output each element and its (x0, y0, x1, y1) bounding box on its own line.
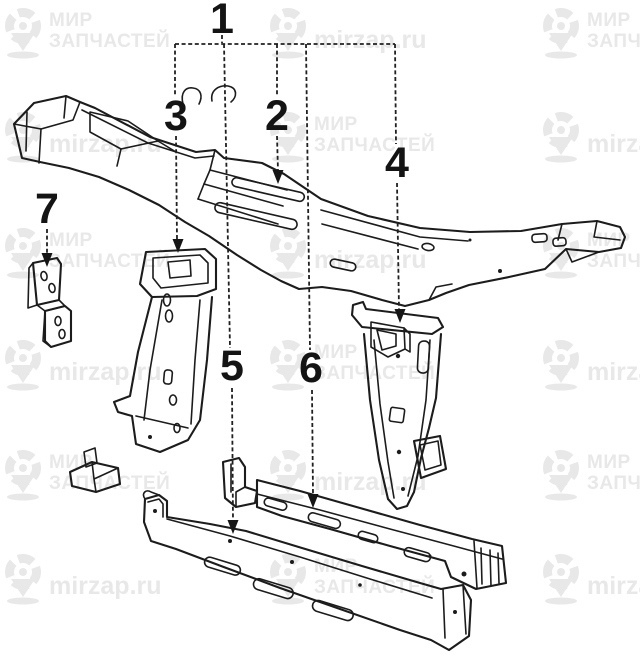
callout-6-leader-line (311, 389, 314, 496)
callout-5-leader-line (223, 43, 231, 349)
map-pin-logo-icon (543, 554, 579, 605)
callout-2-arrowhead (272, 170, 284, 184)
map-pin-logo-icon (270, 112, 306, 163)
watermark-site-text: mirzap.ru (49, 572, 162, 600)
watermark-site-text: mirzap.ru (49, 358, 162, 386)
part-lower-crossmember (142, 490, 473, 652)
callout-6-leader-line (305, 43, 311, 351)
callout-5-leader-line (231, 387, 234, 522)
callout-number-1: 1 (210, 0, 234, 43)
watermark-site-text: mirzap.ru (587, 130, 640, 158)
callout-layer: 1 2 3 4 5 6 7 (35, 0, 409, 534)
map-pin-logo-icon (543, 112, 579, 163)
watermark-site-tile: mirzap.ru (541, 110, 640, 163)
part-upper-crossmember (12, 85, 627, 308)
watermark-site-text: mirzap.ru (314, 26, 427, 54)
watermark-site-text: mirzap.ru (314, 468, 427, 496)
part-right-side-support (350, 300, 448, 511)
callout-number-5: 5 (220, 342, 244, 390)
map-pin-logo-icon (5, 450, 41, 501)
part-lower-tie-bar (221, 456, 508, 591)
map-pin-logo-icon (5, 228, 41, 279)
map-pin-logo-icon (270, 340, 306, 391)
callout-number-4: 4 (385, 139, 409, 187)
callout-3-arrowhead (172, 239, 184, 253)
map-pin-logo-icon (270, 228, 306, 279)
callout-4-leader-line (396, 182, 400, 311)
watermark-site-tile: mirzap.ru (3, 338, 162, 391)
map-pin-logo-icon (5, 8, 41, 59)
watermark-site-tile: mirzap.ru (541, 552, 640, 605)
part-left-side-support (68, 247, 218, 494)
watermark-site-tile: mirzap.ru (3, 552, 162, 605)
callout-number-7: 7 (35, 185, 59, 233)
callout-number-6: 6 (299, 344, 323, 392)
callout-number-3: 3 (164, 92, 188, 140)
callout-7-arrowhead (41, 253, 53, 267)
map-pin-logo-icon (270, 554, 306, 605)
part-small-bracket (27, 256, 73, 349)
watermark-site-tile: mirzap.ru (268, 6, 427, 59)
map-pin-logo-icon (543, 340, 579, 391)
map-pin-logo-icon (543, 8, 579, 59)
map-pin-logo-icon (5, 554, 41, 605)
watermark-site-tile: mirzap.ru (541, 338, 640, 391)
map-pin-logo-icon (543, 450, 579, 501)
callout-4-leader-line (394, 43, 397, 145)
map-pin-logo-icon (270, 450, 306, 501)
callout-3-leader-line (175, 135, 178, 241)
map-pin-logo-icon (270, 8, 306, 59)
callout-2-leader-line (276, 135, 279, 172)
callout-6-arrowhead (307, 494, 319, 508)
callout-5-arrowhead (227, 520, 239, 534)
map-pin-logo-icon (5, 340, 41, 391)
watermark-site-tile: mirzap.ru (268, 448, 427, 501)
callout-number-2: 2 (265, 92, 289, 140)
watermark-site-text: mirzap.ru (587, 572, 640, 600)
watermark-site-text: mirzap.ru (587, 358, 640, 386)
callout-4-arrowhead (394, 309, 406, 323)
